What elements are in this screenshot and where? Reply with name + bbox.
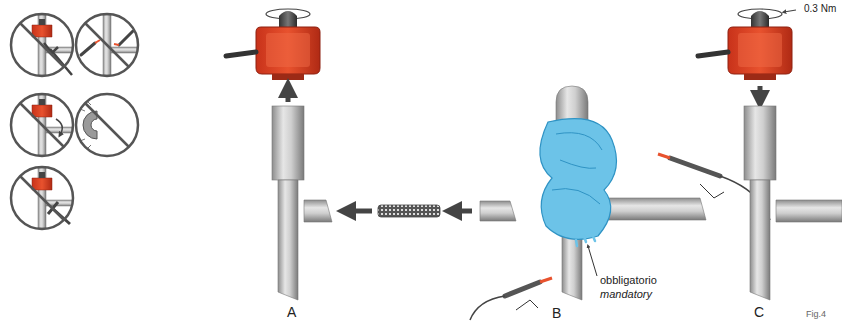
step-letter: B	[552, 306, 561, 321]
torque-value: 0.3 Nm	[804, 3, 836, 14]
figure-b	[470, 86, 770, 320]
figure-c	[698, 9, 842, 300]
step-letter: C	[754, 305, 764, 320]
note-english: mandatory	[600, 288, 652, 300]
step-letter: A	[287, 305, 296, 320]
note-italian: obbligatorio	[600, 274, 657, 286]
figure-a	[226, 9, 516, 300]
prohibition-icons	[11, 14, 138, 229]
figure-number: Fig.4	[806, 310, 826, 320]
